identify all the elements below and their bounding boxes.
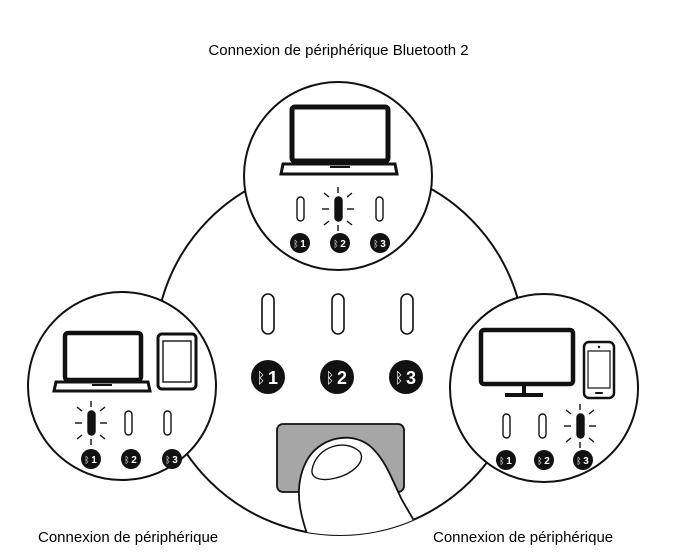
mini-channel-button-1: ᛒ 1 — [81, 449, 101, 469]
panel-top-channel-buttons: ᛒ 1 ᛒ 2 ᛒ 3 — [290, 233, 390, 253]
svg-text:ᛒ: ᛒ — [499, 456, 504, 467]
channel-button-2: ᛒ 2 — [320, 360, 354, 394]
panel-right-channel-buttons: ᛒ 1 ᛒ 2 ᛒ 3 — [496, 450, 593, 470]
led-2 — [538, 413, 547, 439]
main-led-2 — [331, 293, 345, 335]
mini-channel-button-1: ᛒ 1 — [290, 233, 310, 253]
main-led-1 — [261, 293, 275, 335]
svg-text:ᛒ: ᛒ — [124, 455, 129, 466]
blink-rays — [75, 401, 107, 445]
channel-button-3: ᛒ 3 — [389, 360, 423, 394]
svg-text:3: 3 — [583, 456, 589, 467]
right-caption: Connexion de périphérique — [433, 529, 614, 546]
fingernail — [311, 444, 363, 481]
blink-rays — [564, 404, 596, 448]
mini-channel-button-2: ᛒ 2 — [121, 449, 141, 469]
laptop-icon — [279, 104, 399, 176]
channel-number: 1 — [268, 368, 278, 388]
left-caption: Connexion de périphérique — [38, 529, 219, 546]
main-channel-buttons: ᛒ 1 ᛒ 2 ᛒ 3 — [251, 360, 423, 394]
channel-number: 2 — [337, 368, 347, 388]
mini-channel-button-3: ᛒ 3 — [370, 233, 390, 253]
bluetooth-icon: ᛒ — [256, 369, 265, 387]
panel-top: ᛒ 1 ᛒ 2 ᛒ 3 — [243, 81, 433, 271]
main-led-group — [261, 293, 414, 335]
mini-channel-button-2: ᛒ 2 — [534, 450, 554, 470]
mini-channel-button-2: ᛒ 2 — [330, 233, 350, 253]
led-3-active — [576, 413, 585, 439]
laptop-icon — [52, 330, 152, 393]
panel-right-leds — [502, 413, 585, 439]
led-1 — [502, 413, 511, 439]
top-caption: Connexion de périphérique Bluetooth 2 — [208, 42, 469, 59]
monitor-icon — [478, 327, 576, 397]
svg-text:1: 1 — [91, 455, 97, 466]
mini-channel-button-3: ᛒ 3 — [573, 450, 593, 470]
svg-text:2: 2 — [131, 455, 137, 466]
svg-text:2: 2 — [340, 239, 346, 250]
svg-text:ᛒ: ᛒ — [537, 456, 542, 467]
smartphone-icon — [582, 340, 616, 400]
mini-channel-button-1: ᛒ 1 — [496, 450, 516, 470]
svg-text:ᛒ: ᛒ — [333, 239, 338, 250]
channel-button-1: ᛒ 1 — [251, 360, 285, 394]
panel-left-channel-buttons: ᛒ 1 ᛒ 2 ᛒ 3 — [81, 449, 182, 469]
led-3 — [163, 410, 172, 436]
tablet-icon — [156, 332, 198, 391]
panel-top-leds — [296, 196, 384, 222]
svg-text:ᛒ: ᛒ — [165, 455, 170, 466]
led-1 — [296, 196, 305, 222]
main-led-3 — [400, 293, 414, 335]
svg-text:3: 3 — [380, 239, 386, 250]
panel-left: ᛒ 1 ᛒ 2 ᛒ 3 — [27, 291, 217, 481]
svg-text:1: 1 — [506, 456, 512, 467]
channel-number: 3 — [406, 368, 416, 388]
svg-text:ᛒ: ᛒ — [293, 239, 298, 250]
panel-left-leds — [87, 410, 172, 436]
svg-text:2: 2 — [544, 456, 550, 467]
svg-text:3: 3 — [172, 455, 178, 466]
mini-channel-button-3: ᛒ 3 — [162, 449, 182, 469]
svg-text:1: 1 — [300, 239, 306, 250]
led-2-active — [334, 196, 343, 222]
panel-right: ᛒ 1 ᛒ 2 ᛒ 3 — [449, 293, 639, 483]
led-2 — [124, 410, 133, 436]
svg-text:ᛒ: ᛒ — [84, 455, 89, 466]
led-1-active — [87, 410, 96, 436]
bluetooth-icon: ᛒ — [394, 369, 403, 387]
led-3 — [375, 196, 384, 222]
svg-text:ᛒ: ᛒ — [576, 456, 581, 467]
bluetooth-icon: ᛒ — [325, 369, 334, 387]
blink-rays — [322, 187, 354, 231]
svg-text:ᛒ: ᛒ — [373, 239, 378, 250]
